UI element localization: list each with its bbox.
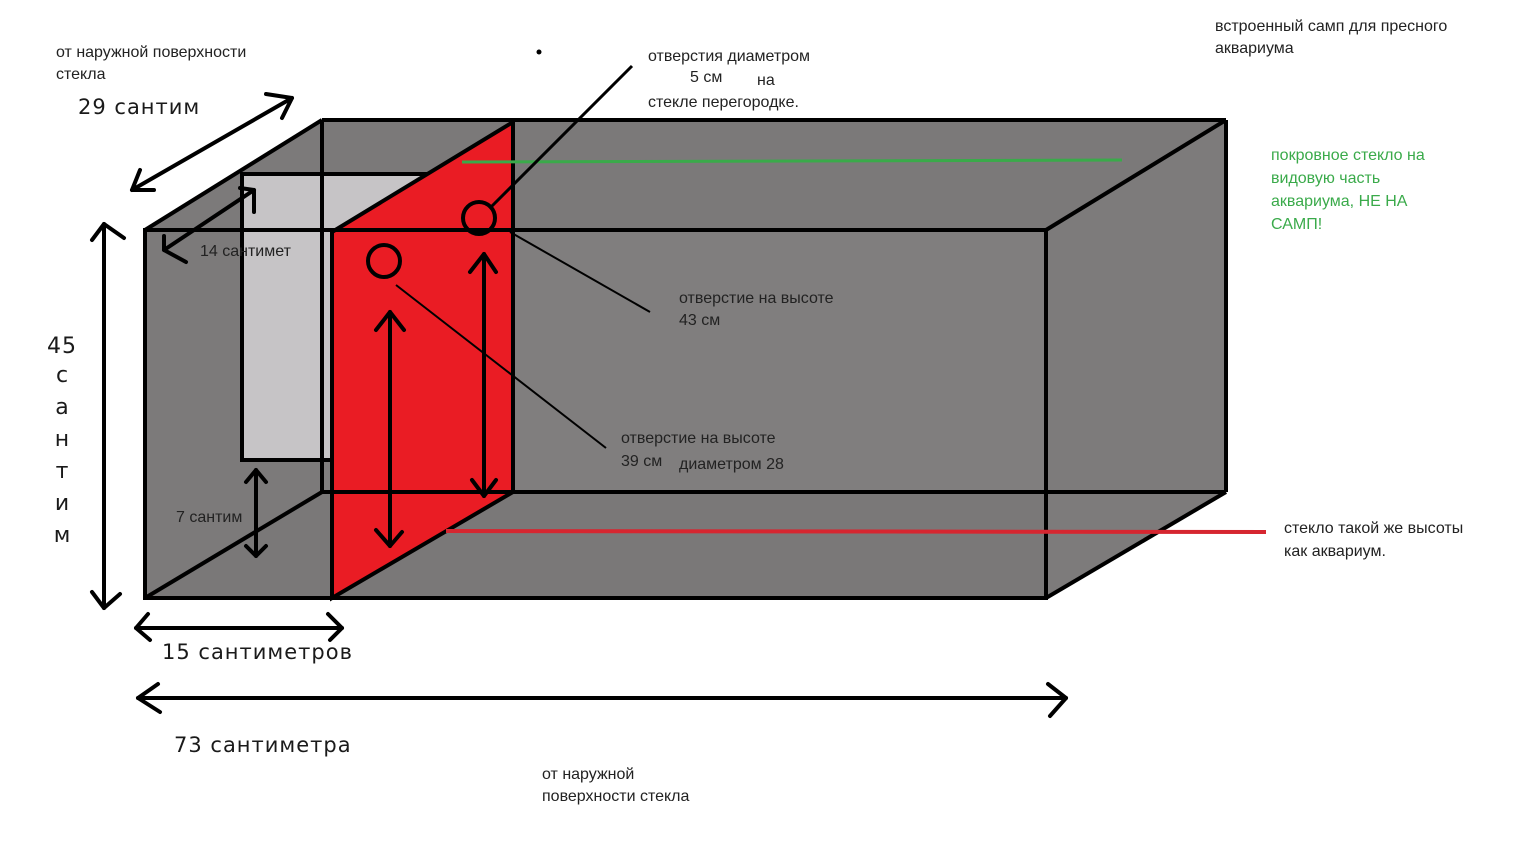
depth-14-label: 14 сантимет <box>200 243 291 260</box>
hole-39-diameter: диаметром 28 <box>679 456 784 473</box>
diagram-title: встроенный самп для пресного аквариума <box>1215 18 1448 57</box>
hole-upper <box>461 200 497 236</box>
holes-diameter-line1: отверстия диаметром <box>648 48 811 65</box>
same-height-glass-note: стекло такой же высоты как аквариум. <box>1284 520 1464 560</box>
holes-diameter-5cm: 5 см <box>690 69 723 86</box>
hole-lower <box>366 243 402 279</box>
hole-43-label: отверстие на высоте 43 см <box>679 290 834 329</box>
length-73-label: 73 сантиметра <box>174 733 352 757</box>
cover-glass-note: покровное стекло на видовую часть аквари… <box>1271 147 1425 233</box>
height-7-label: 7 сантим <box>176 509 243 526</box>
tank-edges <box>143 118 1228 600</box>
cover-glass-line <box>461 158 1123 164</box>
bottom-15-label: 15 сантиметров <box>162 640 353 664</box>
height-45-letter: т <box>55 459 69 484</box>
same-height-glass-line <box>445 529 1267 534</box>
stray-dot <box>536 49 542 55</box>
holes-diameter-line3: стекле перегородке. <box>648 94 799 111</box>
tank-right-face <box>1046 120 1226 598</box>
hole-39-line1: отверстие на высоте <box>621 430 776 447</box>
height-45-letter: а <box>55 395 69 420</box>
height-45-letter: н <box>54 427 70 452</box>
dimension-arrows <box>90 92 1068 718</box>
height-45-letter: и <box>54 491 70 516</box>
width-29-label: 29 сантим <box>78 95 201 119</box>
height-45-letter: м <box>53 523 71 548</box>
leader-lines <box>395 64 651 449</box>
top-left-note: от наружной поверхности стекла <box>56 44 247 83</box>
holes-diameter-na: на <box>757 72 775 89</box>
bottom-note: от наружной поверхности стекла <box>542 766 690 805</box>
height-45-number: 45 <box>47 334 77 359</box>
hole-39-cm: 39 см <box>621 453 663 470</box>
height-45-letter: с <box>55 363 69 388</box>
height-45-label: 45 с а н т и м <box>42 334 82 552</box>
